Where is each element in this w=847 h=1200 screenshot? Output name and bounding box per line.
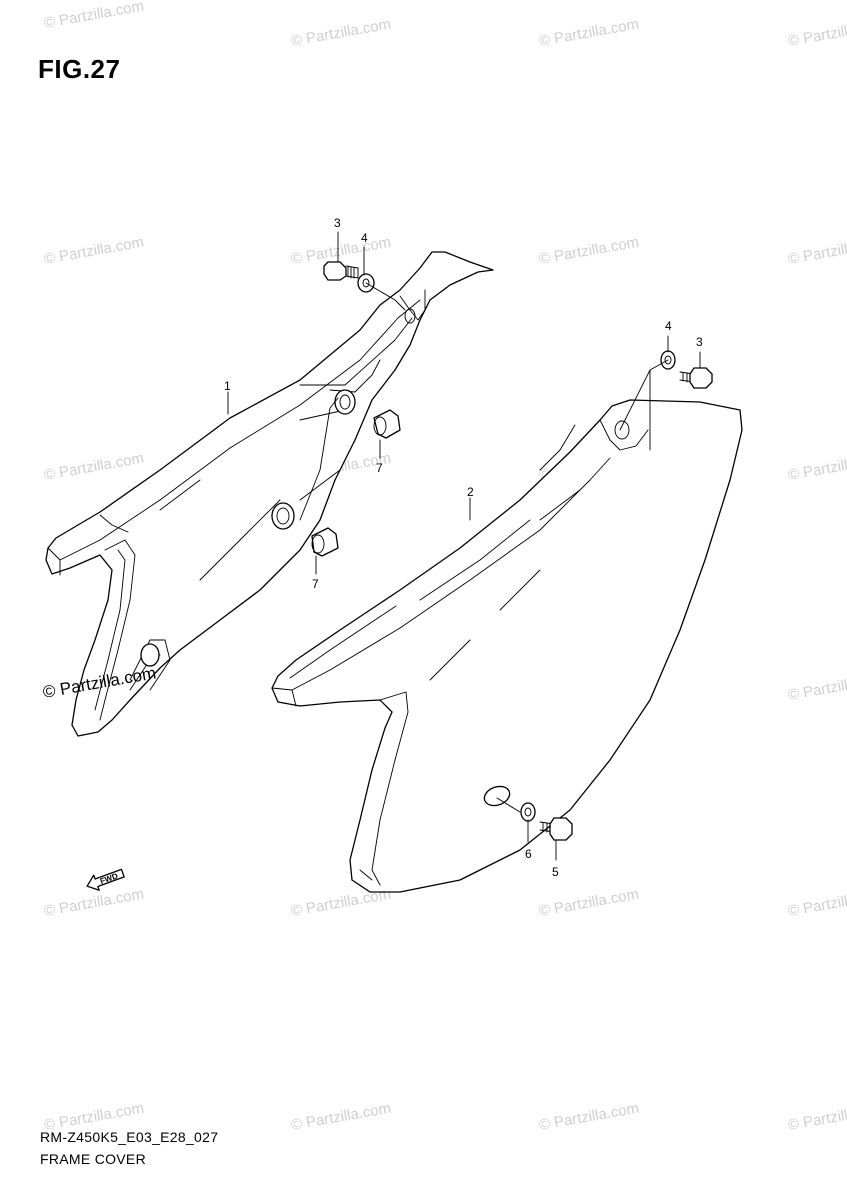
callout-right-washer: 4 <box>665 319 672 333</box>
left-frame-cover <box>45 251 494 737</box>
watermark: © Partzilla.com <box>538 234 640 268</box>
watermark: © Partzilla.com <box>787 16 847 50</box>
callout-left-bolt: 3 <box>334 216 341 230</box>
lower-bolt <box>539 817 573 841</box>
watermark: © Partzilla.com <box>43 450 145 484</box>
fwd-label: FWD <box>99 871 119 886</box>
left-upper-bolt <box>323 261 359 281</box>
callout-labels: 3 4 1 7 7 4 3 2 6 5 <box>224 216 703 879</box>
watermark: © Partzilla.com <box>787 450 847 484</box>
callout-right-cover: 2 <box>467 485 474 499</box>
callout-left-cover: 1 <box>224 379 231 393</box>
callout-lower-bolt: 5 <box>552 865 559 879</box>
leader-lines <box>227 231 701 861</box>
watermark: © Partzilla.com <box>538 1100 640 1134</box>
upper-cushion <box>373 409 401 439</box>
model-code: RM-Z450K5_E03_E28_027 <box>40 1129 219 1145</box>
callout-lower-washer: 6 <box>525 847 532 861</box>
watermark: © Partzilla.com <box>787 1100 847 1134</box>
watermark: © Partzilla.com <box>43 886 145 920</box>
right-frame-cover <box>271 399 743 893</box>
callout-right-bolt: 3 <box>696 335 703 349</box>
watermark: © Partzilla.com <box>787 234 847 268</box>
watermark: © Partzilla.com <box>787 886 847 920</box>
callout-left-washer: 4 <box>361 231 368 245</box>
figure-title: FIG.27 <box>38 54 121 84</box>
watermark: © Partzilla.com <box>43 234 145 268</box>
watermark: © Partzilla.com <box>290 1100 392 1134</box>
watermark: © Partzilla.com <box>538 16 640 50</box>
watermark: © Partzilla.com <box>290 16 392 50</box>
watermark: © Partzilla.com <box>43 0 145 32</box>
lower-washer <box>520 802 536 822</box>
callout-lower-cushion: 7 <box>312 577 319 591</box>
lower-cushion <box>311 527 339 557</box>
figure-name: FRAME COVER <box>40 1151 146 1167</box>
right-upper-bolt <box>679 367 713 389</box>
callout-upper-cushion: 7 <box>376 461 383 475</box>
watermark: © Partzilla.com <box>538 886 640 920</box>
watermark: © Partzilla.com <box>787 670 847 704</box>
